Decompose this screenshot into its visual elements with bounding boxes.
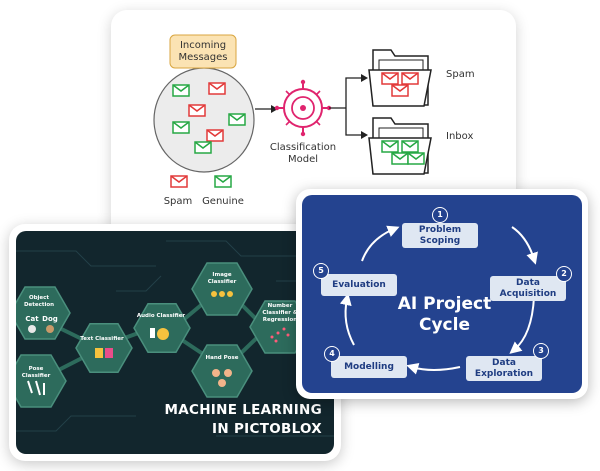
incoming-messages-box (169, 34, 237, 69)
inbox-folder-envelopes (381, 140, 425, 165)
ml-hexagons (16, 262, 311, 408)
ai-cycle-title-line2: Cycle (419, 315, 470, 335)
ml-title-line1: MACHINE LEARNING (164, 402, 322, 418)
hex-hand-pose (191, 344, 253, 398)
phone-icon (150, 328, 155, 338)
ai-cycle-title: AI Project Cycle (397, 294, 492, 336)
spam-folder-envelopes (381, 72, 419, 97)
ai-cycle-panel: AI Project Cycle Problem Scoping 1 Data … (302, 195, 582, 393)
step-problem-scoping: Problem Scoping (402, 223, 478, 248)
hex-text-classifier-label: Text Classifier (80, 336, 124, 342)
arrow-to-spam (345, 77, 361, 108)
step-data-acquisition: Data Acquisition (490, 276, 566, 301)
inbox-folder-icon (368, 117, 432, 175)
genuine-envelope-icon (172, 84, 190, 97)
spam-envelope-icon (401, 72, 419, 85)
arrow-to-inbox (345, 108, 361, 136)
genuine-envelope-icon (407, 152, 425, 165)
hex-cat-label: Cat (25, 315, 39, 323)
step-5-badge: 5 (313, 263, 329, 279)
hand-icon (212, 369, 220, 377)
ai-cycle-title-line1: AI Project (397, 294, 492, 314)
hex-number-classifier (249, 300, 311, 354)
hex-pose-classifier (16, 354, 67, 408)
spam-envelope-icon (208, 82, 226, 95)
legend-spam-label: Spam (164, 196, 193, 207)
legend-genuine-envelope-icon (214, 175, 232, 188)
genuine-envelope-icon (381, 140, 399, 153)
hex-text-classifier (75, 323, 133, 373)
dog-icon (46, 325, 54, 333)
text-doc-icon (95, 348, 103, 358)
genuine-envelope-icon (401, 140, 419, 153)
pose-figure-icon (27, 380, 45, 396)
spam-envelope-icon (188, 104, 206, 117)
legend-spam-envelope-icon (170, 175, 188, 188)
spam-envelope-icon (206, 129, 224, 142)
hex-audio-classifier-label: Audio Classifier (137, 313, 186, 319)
spam-folder-icon (368, 49, 432, 107)
incoming-envelopes (172, 82, 246, 154)
step-4-badge: 4 (324, 346, 340, 362)
legend-envelopes (170, 175, 232, 188)
genuine-envelope-icon (228, 113, 246, 126)
hex-image-classifier (191, 262, 253, 316)
step-3-badge: 3 (533, 343, 549, 359)
scatter-icon (270, 327, 290, 343)
spam-folder-label: Spam (446, 69, 475, 80)
text-doc-icon-2 (105, 348, 113, 358)
hex-icons (27, 291, 290, 396)
step-data-exploration: Data Exploration (466, 356, 542, 381)
spam-envelope-icon (391, 84, 409, 97)
ai-project-cycle-card: AI Project Cycle Problem Scoping 1 Data … (296, 189, 588, 399)
emoji-icon (211, 291, 217, 297)
step-modelling: Modelling (331, 356, 407, 378)
step-evaluation: Evaluation (321, 274, 397, 296)
legend-genuine-label: Genuine (202, 196, 244, 207)
ml-title-line2: IN PICTOBLOX (212, 421, 322, 437)
genuine-envelope-icon (172, 121, 190, 134)
genuine-envelope-icon (194, 141, 212, 154)
step-1-badge: 1 (432, 207, 448, 223)
audio-head-icon (157, 328, 169, 340)
ai-cycle-arrows (339, 225, 538, 375)
cycle-arrow-lines (339, 225, 538, 375)
inbox-folder-label: Inbox (446, 131, 473, 142)
hex-dog-label: Dog (42, 315, 58, 323)
genuine-envelope-icon (391, 152, 409, 165)
cat-icon (28, 325, 36, 333)
hex-hand-pose-label: Hand Pose (206, 355, 239, 361)
hex-audio-classifier (133, 303, 191, 353)
spam-envelope-icon (381, 72, 399, 85)
classification-model-icon (274, 79, 332, 137)
step-2-badge: 2 (556, 266, 572, 282)
